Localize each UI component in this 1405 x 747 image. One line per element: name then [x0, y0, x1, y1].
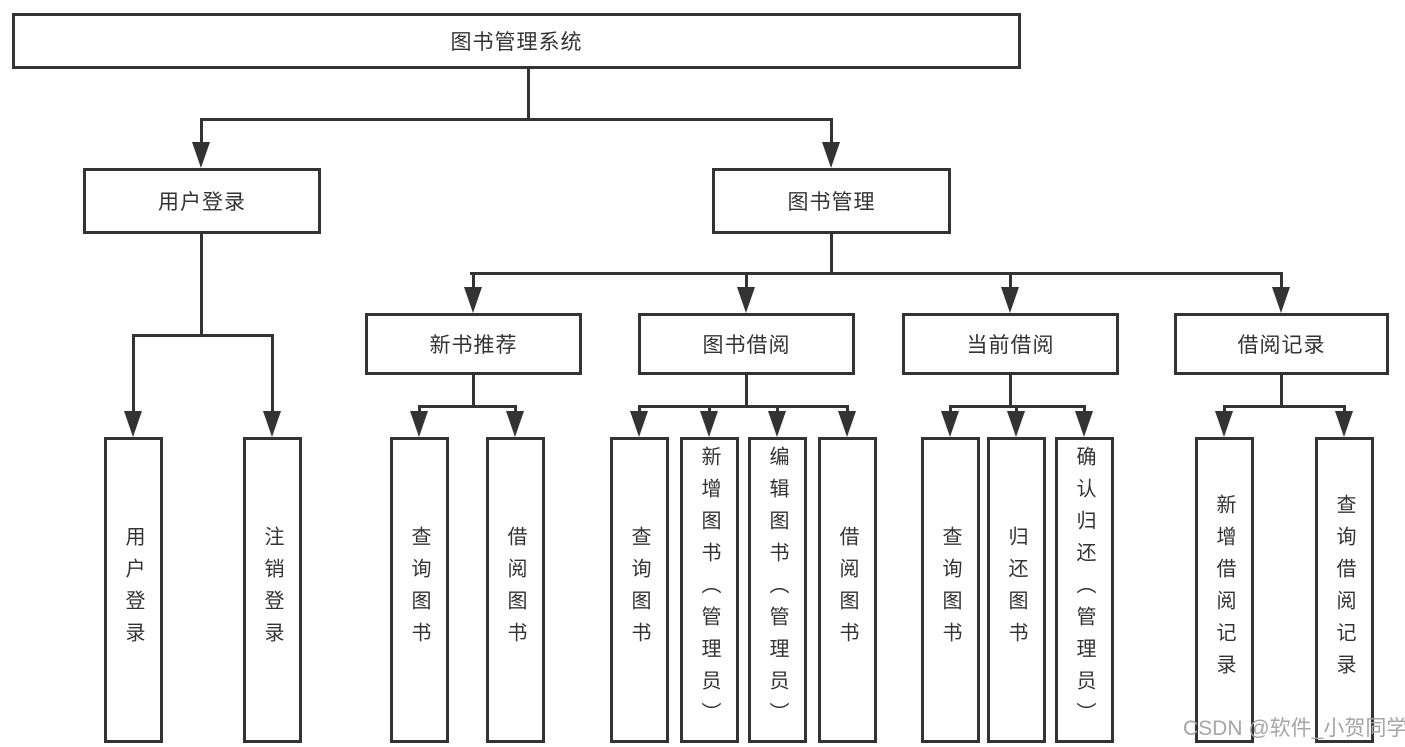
connector-vline [514, 405, 517, 414]
connector-vline [527, 69, 530, 121]
connector-vline [132, 334, 135, 414]
connector-hline [638, 405, 849, 408]
connector-arrowhead-down [941, 411, 959, 437]
connector-vline [1343, 405, 1346, 414]
connector-hline [1223, 405, 1346, 408]
connector-arrowhead-down [700, 411, 718, 437]
watermark: CSDN @软件_小贺同学 [1183, 717, 1405, 740]
leaf-label: 查询借阅记录 [1333, 494, 1355, 686]
node-new-book-recommendation: 新书推荐 [365, 313, 582, 375]
leaf-borrow-books-recommend: 借阅图书 [486, 437, 545, 743]
node-borrowing-records: 借阅记录 [1174, 313, 1389, 375]
connector-arrowhead-down [192, 142, 210, 168]
connector-arrowhead-down [1335, 411, 1353, 437]
connector-arrowhead-down [1215, 411, 1233, 437]
connector-vline [1009, 272, 1012, 290]
connector-hline [949, 405, 1086, 408]
leaf-label: 查询图书 [939, 526, 961, 654]
leaf-label: 查询图书 [628, 526, 650, 654]
leaf-label: 新增借阅记录 [1213, 494, 1235, 686]
leaf-query-books-recommend: 查询图书 [390, 437, 449, 743]
connector-vline [846, 405, 849, 414]
connector-arrowhead-down [1007, 411, 1025, 437]
connector-vline [472, 375, 475, 408]
leaf-label: 借阅图书 [836, 526, 858, 654]
leaf-query-books-current: 查询图书 [921, 437, 980, 743]
connector-vline [1015, 405, 1018, 414]
leaf-return-books: 归还图书 [987, 437, 1046, 743]
connector-arrowhead-down [263, 411, 281, 437]
leaf-label: 编辑图书（管理员） [766, 446, 788, 734]
node-label: 图书借阅 [702, 334, 791, 357]
leaf-label: 借阅图书 [504, 526, 526, 654]
connector-arrowhead-down [630, 411, 648, 437]
connector-arrowhead-down [506, 411, 524, 437]
leaf-label: 归还图书 [1005, 526, 1027, 654]
node-label: 新书推荐 [429, 334, 518, 357]
connector-vline [271, 334, 274, 414]
leaf-add-borrow-record: 新增借阅记录 [1195, 437, 1254, 743]
leaf-confirm-return-admin: 确认归还（管理员） [1055, 437, 1114, 743]
connector-vline [418, 405, 421, 414]
node-user-login: 用户登录 [83, 168, 321, 234]
connector-arrowhead-down [838, 411, 856, 437]
connector-arrowhead-down [464, 287, 482, 313]
connector-vline [200, 234, 203, 337]
connector-vline [200, 118, 203, 145]
connector-arrowhead-down [737, 287, 755, 313]
node-current-borrowing: 当前借阅 [902, 313, 1119, 375]
node-book-borrowing: 图书借阅 [638, 313, 855, 375]
leaf-label: 新增图书（管理员） [698, 446, 720, 734]
node-label: 用户登录 [158, 191, 246, 214]
connector-vline [830, 234, 833, 275]
leaf-label: 确认归还（管理员） [1073, 446, 1095, 734]
leaf-query-borrow-record: 查询借阅记录 [1315, 437, 1374, 743]
connector-arrowhead-down [1075, 411, 1093, 437]
node-label: 借阅记录 [1237, 334, 1326, 357]
connector-arrowhead-down [1001, 287, 1019, 313]
connector-arrowhead-down [768, 411, 786, 437]
leaf-borrow-books-borrowing: 借阅图书 [818, 437, 877, 743]
leaf-logout: 注销登录 [243, 437, 302, 743]
connector-hline [200, 118, 833, 121]
node-label: 当前借阅 [966, 334, 1055, 357]
node-library-management-system: 图书管理系统 [12, 13, 1021, 69]
connector-vline [1280, 272, 1283, 290]
connector-vline [949, 405, 952, 414]
leaf-label: 注销登录 [261, 526, 283, 654]
node-book-management: 图书管理 [712, 168, 951, 234]
connector-hline [418, 405, 517, 408]
connector-arrowhead-down [822, 142, 840, 168]
connector-vline [1009, 375, 1012, 408]
connector-vline [472, 272, 475, 290]
connector-arrowhead-down [124, 411, 142, 437]
connector-vline [638, 405, 641, 414]
connector-vline [776, 405, 779, 414]
leaf-query-books-borrowing: 查询图书 [610, 437, 669, 743]
connector-vline [708, 405, 711, 414]
connector-vline [745, 375, 748, 408]
connector-hline [470, 272, 1283, 275]
node-label: 图书管理 [787, 191, 876, 214]
leaf-user-login: 用户登录 [104, 437, 163, 743]
leaf-label: 用户登录 [122, 526, 144, 654]
connector-vline [1083, 405, 1086, 414]
connector-hline [132, 334, 274, 337]
leaf-edit-books-admin: 编辑图书（管理员） [748, 437, 807, 743]
connector-vline [1223, 405, 1226, 414]
leaf-label: 查询图书 [408, 526, 430, 654]
connector-vline [1280, 375, 1283, 408]
connector-vline [745, 272, 748, 290]
connector-arrowhead-down [410, 411, 428, 437]
node-label: 图书管理系统 [450, 31, 583, 54]
connector-arrowhead-down [1272, 287, 1290, 313]
leaf-add-books-admin: 新增图书（管理员） [680, 437, 739, 743]
connector-vline [830, 118, 833, 145]
